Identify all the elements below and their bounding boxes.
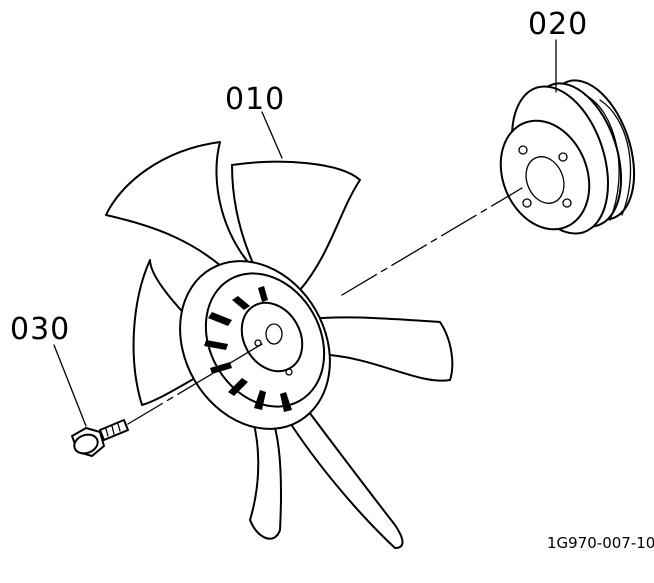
axis-line-pulley — [341, 187, 523, 296]
pulley-part — [499, 79, 636, 235]
axis-line-bolt — [127, 343, 263, 425]
drawing-number: 1G970-007-10 — [547, 534, 654, 552]
callout-020: 020 — [528, 7, 588, 42]
leader-030 — [53, 344, 87, 427]
leader-010 — [261, 111, 283, 159]
callout-030: 030 — [10, 312, 70, 347]
bolt-part — [71, 419, 129, 457]
hub-ribs — [204, 286, 292, 412]
fan-part — [105, 141, 454, 549]
callout-010: 010 — [225, 82, 285, 117]
